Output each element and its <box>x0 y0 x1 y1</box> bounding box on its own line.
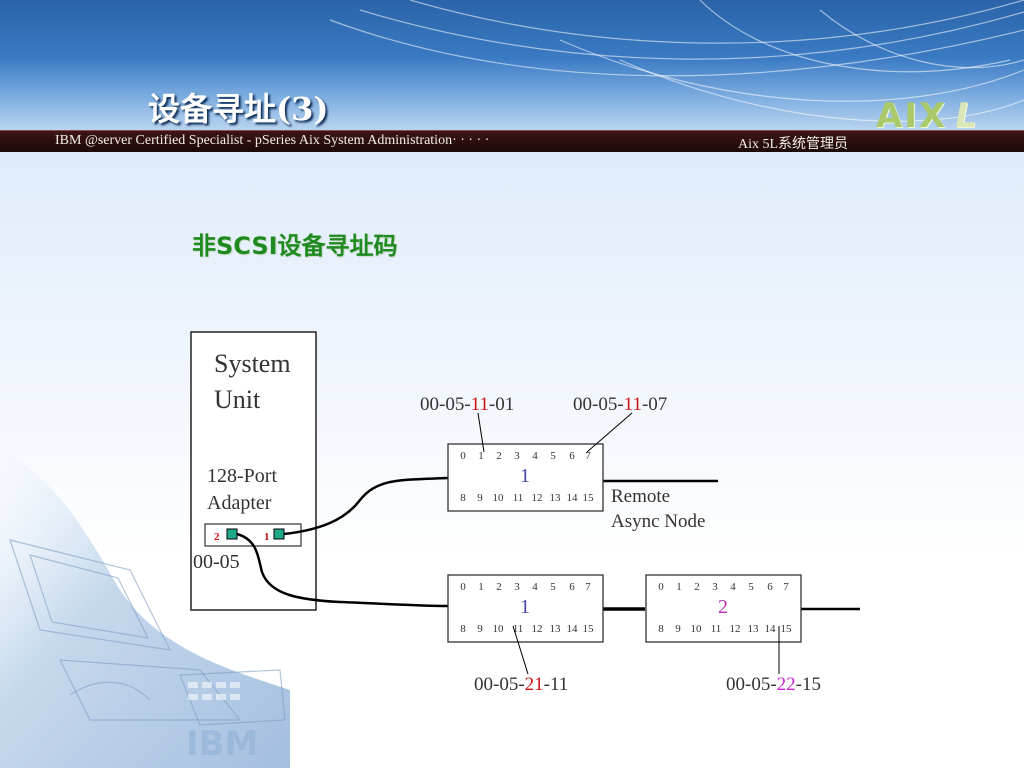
device-address-label: 00-05-22-15 <box>726 674 821 695</box>
port-number: 7 <box>783 581 789 593</box>
port-number: 15 <box>583 492 595 504</box>
port-number: 3 <box>514 450 520 462</box>
async-node-box <box>447 574 604 643</box>
port-number: 1 <box>676 581 682 593</box>
system-unit-label-line1: System <box>214 349 291 378</box>
port-number: 11 <box>513 492 524 504</box>
port-number: 6 <box>569 450 575 462</box>
port-number: 9 <box>477 623 483 635</box>
port-number: 3 <box>514 581 520 593</box>
adapter-label-line2: Adapter <box>207 492 272 514</box>
port-number: 13 <box>748 623 760 635</box>
port-number: 10 <box>493 623 505 635</box>
cable-port1-to-node1 <box>283 476 449 536</box>
cable-port2-to-node2 <box>236 532 449 608</box>
port-number: 5 <box>550 581 556 593</box>
port-number: 4 <box>532 450 538 462</box>
async-node-box <box>645 574 802 643</box>
header-swirl-decoration <box>329 0 1024 122</box>
port-number: 8 <box>460 623 466 635</box>
port-number: 0 <box>460 581 466 593</box>
leader-line <box>512 625 529 675</box>
port-number: 14 <box>567 492 579 504</box>
node-label: 2 <box>718 596 728 618</box>
adapter-address: 00-05 <box>193 551 240 573</box>
async-node-box <box>447 443 604 512</box>
port-number: 1 <box>478 581 484 593</box>
course-banner: IBM @server Certified Specialist - pSeri… <box>0 130 1024 152</box>
port-number: 7 <box>585 450 591 462</box>
port-number: 2 <box>496 450 502 462</box>
port-number: 14 <box>567 623 579 635</box>
device-address-label: 00-05-11-01 <box>420 394 514 415</box>
adapter-port-2-connector <box>226 528 238 540</box>
node-label: 1 <box>520 465 530 487</box>
banner-course-title: IBM @server Certified Specialist - pSeri… <box>55 133 490 148</box>
port-number: 2 <box>496 581 502 593</box>
port-number: 5 <box>550 450 556 462</box>
system-unit-box <box>190 331 317 611</box>
system-unit-label-line2: Unit <box>214 385 261 414</box>
port-number: 6 <box>767 581 773 593</box>
port-number: 2 <box>694 581 700 593</box>
port-number: 4 <box>532 581 538 593</box>
port-number: 13 <box>550 623 562 635</box>
remote-label-line1: Remote <box>611 486 670 507</box>
port-number: 13 <box>550 492 562 504</box>
port-number: 7 <box>585 581 591 593</box>
adapter-label-line1: 128-Port <box>207 465 277 487</box>
device-address-label: 00-05-21-11 <box>474 674 568 695</box>
port-number: 12 <box>730 623 741 635</box>
port-number: 0 <box>658 581 664 593</box>
port-number: 9 <box>477 492 483 504</box>
port-number: 1 <box>478 450 484 462</box>
remote-label-line2: Async Node <box>611 511 705 532</box>
aix-logo-main: AIX <box>876 96 948 136</box>
background-computer-illustration: IBM <box>0 450 290 768</box>
port-number: 3 <box>712 581 718 593</box>
port-number: 8 <box>658 623 664 635</box>
leader-line <box>477 412 485 453</box>
adapter-port-1-connector <box>273 528 285 540</box>
port-number: 9 <box>675 623 681 635</box>
aix-logo-suffix: L <box>955 96 979 136</box>
adapter-port-1-label: 1 <box>264 531 270 543</box>
port-number: 15 <box>781 623 793 635</box>
port-number: 6 <box>569 581 575 593</box>
node-label: 1 <box>520 596 530 618</box>
leader-line <box>586 412 633 453</box>
port-number: 8 <box>460 492 466 504</box>
port-number: 14 <box>765 623 777 635</box>
device-address-label: 00-05-11-07 <box>573 394 667 415</box>
background-watermark: IBM <box>186 724 258 764</box>
port-number: 10 <box>691 623 703 635</box>
adapter-port-2-label: 2 <box>214 531 220 543</box>
banner-course-subtitle: Aix 5L系统管理员 <box>738 137 849 152</box>
section-heading: 非SCSI设备寻址码 <box>192 232 398 260</box>
port-number: 11 <box>711 623 722 635</box>
port-number: 15 <box>583 623 595 635</box>
port-number: 4 <box>730 581 736 593</box>
page-title: 设备寻址(3) <box>148 90 329 128</box>
port-number: 5 <box>748 581 754 593</box>
port-number: 11 <box>513 623 524 635</box>
port-number: 10 <box>493 492 505 504</box>
port-number: 0 <box>460 450 466 462</box>
port-number: 12 <box>532 492 543 504</box>
port-number: 12 <box>532 623 543 635</box>
